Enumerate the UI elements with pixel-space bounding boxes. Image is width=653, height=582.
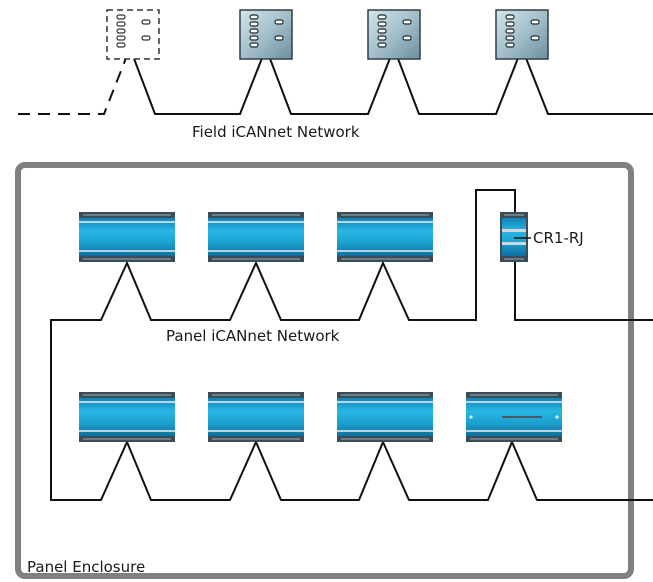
panel-module	[79, 392, 175, 442]
field-device-dashed	[106, 9, 160, 60]
panel-module-indicator	[466, 392, 562, 442]
field-device	[367, 9, 421, 60]
field-wire-dashed	[18, 47, 131, 115]
repeater-label: CR1-RJ	[533, 229, 584, 247]
panel-enclosure-label: Panel Enclosure	[27, 558, 145, 576]
panel-module	[208, 212, 304, 262]
panel-module	[337, 392, 433, 442]
panel-wire	[50, 189, 653, 501]
panel-network	[50, 189, 653, 501]
panel-module	[208, 392, 304, 442]
field-network-label: Field iCANnet Network	[192, 123, 360, 141]
field-device	[495, 9, 549, 60]
panel-enclosure-border	[15, 162, 634, 579]
repeater-cr1-rj	[500, 212, 528, 262]
panel-network-label: Panel iCANnet Network	[166, 327, 340, 345]
panel-module	[337, 212, 433, 262]
panel-module	[79, 212, 175, 262]
field-device	[239, 9, 293, 60]
field-network: Field iCANnet Network	[18, 9, 653, 141]
